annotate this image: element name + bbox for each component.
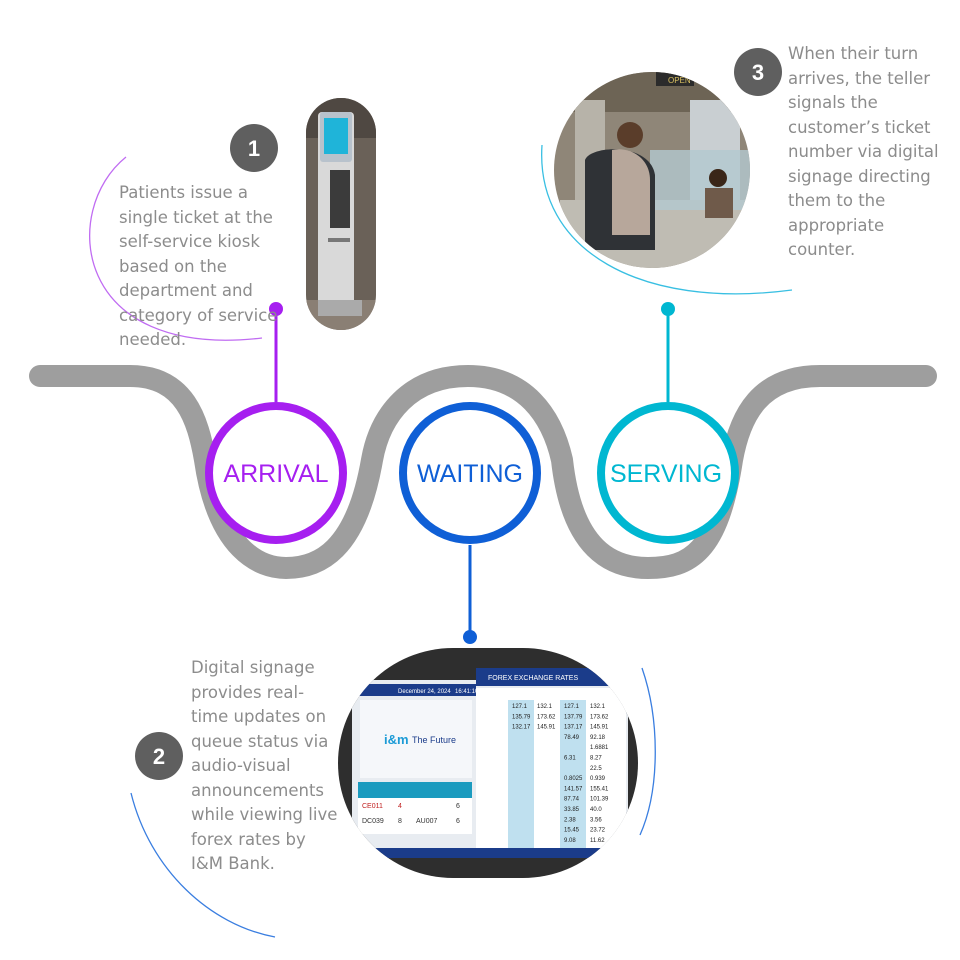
svg-text:3: 3 bbox=[752, 60, 764, 85]
svg-text:AU007: AU007 bbox=[416, 818, 438, 825]
svg-text:December 24, 2024: December 24, 2024 bbox=[398, 689, 451, 695]
connector-dot-waiting bbox=[463, 630, 477, 644]
forex-rate: 40.0 bbox=[590, 807, 602, 813]
arc-waiting-right bbox=[639, 667, 656, 836]
forex-rate: 23.72 bbox=[590, 828, 606, 834]
step-description-arrival: Patients issue a single ticket at the se… bbox=[119, 183, 278, 349]
forex-rate: 101.39 bbox=[590, 797, 609, 803]
forex-rate: 15.45 bbox=[564, 828, 580, 834]
forex-rate: 173.62 bbox=[537, 714, 556, 720]
arc-serving bbox=[541, 144, 793, 295]
forex-rate: 137.17 bbox=[564, 725, 583, 731]
step-description-serving: When their turn arrives, the teller sign… bbox=[788, 44, 939, 259]
signage-photo: December 24, 2024 16:41:10 FOREX EXCHANG… bbox=[338, 648, 638, 878]
svg-text:2: 2 bbox=[153, 744, 165, 769]
teller-photo: OPEN bbox=[554, 72, 750, 268]
forex-rate: 141.57 bbox=[564, 786, 583, 792]
step-badge-2: 2 bbox=[135, 732, 183, 780]
svg-text:6: 6 bbox=[456, 803, 460, 810]
forex-rate: 78.49 bbox=[564, 735, 580, 741]
svg-text:1: 1 bbox=[248, 136, 260, 161]
svg-text:FOREX EXCHANGE RATES: FOREX EXCHANGE RATES bbox=[488, 675, 578, 682]
forex-rate: 155.41 bbox=[590, 786, 609, 792]
svg-text:CE011: CE011 bbox=[362, 803, 383, 810]
stage-waiting: WAITING bbox=[399, 402, 541, 544]
forex-rate: 3.56 bbox=[590, 817, 602, 823]
step-badge-3: 3 bbox=[734, 48, 782, 96]
forex-rate: 132.1 bbox=[537, 704, 553, 710]
forex-rate: 145.91 bbox=[537, 725, 556, 731]
forex-rate: 87.74 bbox=[564, 797, 580, 803]
arc-waiting bbox=[130, 792, 276, 938]
svg-text:DC039: DC039 bbox=[362, 818, 384, 825]
connector-dot-arrival bbox=[269, 302, 283, 316]
forex-rate: 2.38 bbox=[564, 817, 576, 823]
forex-rate: 132.17 bbox=[512, 725, 531, 731]
forex-rate: 11.62 bbox=[590, 838, 605, 844]
forex-rate: 135.79 bbox=[512, 714, 531, 720]
forex-rate: 145.91 bbox=[590, 725, 609, 731]
svg-text:8: 8 bbox=[398, 818, 402, 825]
forex-rate: 137.79 bbox=[564, 714, 583, 720]
forex-rate: 1.6881 bbox=[590, 745, 609, 751]
forex-rate: 6.31 bbox=[564, 756, 576, 762]
stage-label-waiting: WAITING bbox=[417, 460, 523, 488]
forex-rate: 132.1 bbox=[590, 704, 606, 710]
forex-rate: 173.62 bbox=[590, 714, 609, 720]
svg-text:i&m: i&m bbox=[384, 732, 409, 747]
forex-rate: 127.1 bbox=[564, 704, 580, 710]
stage-label-serving: SERVING bbox=[610, 460, 722, 488]
stage-arrival: ARRIVAL bbox=[205, 402, 347, 544]
forex-rate: 0.8025 bbox=[564, 776, 583, 782]
step-description-waiting: Digital signage provides real-time updat… bbox=[191, 658, 338, 873]
forex-rate: 22.5 bbox=[590, 766, 602, 772]
svg-text:6: 6 bbox=[456, 818, 460, 825]
svg-text:4: 4 bbox=[398, 803, 402, 810]
forex-rate: 127.1 bbox=[512, 704, 528, 710]
arc-arrival bbox=[89, 156, 263, 341]
step-badge-1: 1 bbox=[230, 124, 278, 172]
forex-rate: 9.08 bbox=[564, 838, 576, 844]
svg-text:OPEN: OPEN bbox=[668, 76, 691, 85]
stage-serving: SERVING bbox=[597, 402, 739, 544]
connector-dot-serving bbox=[661, 302, 675, 316]
kiosk-photo bbox=[306, 98, 376, 330]
forex-rate: 33.85 bbox=[564, 807, 580, 813]
forex-rate: 92.18 bbox=[590, 735, 606, 741]
svg-text:16:41:10: 16:41:10 bbox=[455, 689, 479, 695]
svg-text:The Future: The Future bbox=[412, 735, 456, 745]
stage-label-arrival: ARRIVAL bbox=[223, 460, 328, 488]
forex-rate: 0.939 bbox=[590, 776, 606, 782]
forex-rate: 8.27 bbox=[590, 756, 602, 762]
